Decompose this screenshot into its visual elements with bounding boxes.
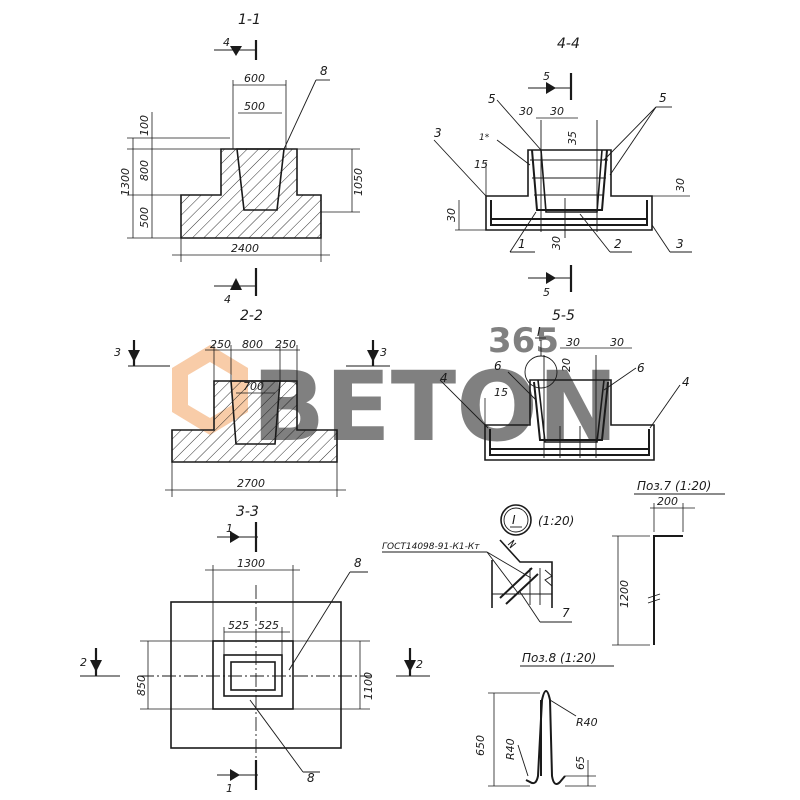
callout-label: 5 [488, 92, 496, 106]
cut-label: 2 [80, 656, 87, 669]
cut-label: 5 [543, 286, 550, 299]
callout-label: 1* [479, 133, 490, 143]
dim-label: 650 [474, 735, 487, 756]
dim-label: 1200 [618, 580, 631, 608]
dim-label: 30 [445, 208, 458, 222]
node-detail-scale: (1:20) [538, 514, 574, 528]
callout-label: 7 [562, 606, 570, 620]
dim-label: 1300 [119, 168, 132, 196]
section-3-3: 3-3 1 1 2 2 1300 525 [80, 504, 430, 795]
glass-socket [230, 380, 281, 445]
cut-label: 4 [223, 36, 230, 49]
dim-label: 500 [244, 100, 265, 113]
dim-label: 500 [138, 207, 151, 228]
socket-outline [223, 654, 283, 697]
dim-label: 30 [674, 178, 687, 192]
dim-label: 2700 [237, 477, 265, 490]
dim-label: 200 [657, 495, 678, 508]
cut-label: 2 [416, 658, 423, 671]
gost-label: ГОСТ14098-91-К1-Кт [382, 542, 480, 552]
cut-label: 1 [226, 782, 233, 795]
section-title: 3-3 [236, 504, 259, 520]
dim-label: R40 [504, 738, 517, 760]
section-title: 2-2 [240, 308, 263, 324]
dim-label: 600 [244, 72, 265, 85]
dim-label: 15 [474, 158, 488, 171]
dim-label: 800 [242, 338, 263, 351]
callout-label: 3 [434, 126, 442, 140]
callout-label: 8 [307, 771, 315, 785]
bar-pos-8 [525, 690, 566, 785]
dim-label: 1300 [237, 557, 265, 570]
pos-7-title: Поз.7 (1:20) [637, 479, 711, 493]
reinforcement-cage [489, 429, 650, 456]
pos-7: Поз.7 (1:20) 200 1200 [612, 479, 725, 646]
foundation-section [180, 148, 322, 239]
dim-label: 30 [610, 336, 624, 349]
section-4-4: 4-4 5 5 30 30 35 15 30 30 30 [433, 36, 692, 299]
watermark-badge: 365 [488, 321, 559, 361]
section-title: 4-4 [557, 36, 580, 52]
foundation-section [171, 380, 338, 463]
dim-label: 525 [228, 619, 249, 632]
reinforcement-cage [490, 200, 648, 226]
section-2-2: 2-2 3 3 250 800 250 700 2700 [114, 308, 390, 497]
cut-label: 1 [226, 522, 233, 535]
callout-label: 8 [354, 556, 362, 570]
cut-label: 5 [543, 70, 550, 83]
dim-label: 30 [550, 105, 564, 118]
dim-label: 800 [138, 160, 151, 181]
dim-label: 30 [566, 336, 580, 349]
callout-label: 2 [614, 237, 622, 251]
cut-label: 4 [224, 293, 231, 306]
dim-label: 250 [275, 338, 296, 351]
dim-label: 2400 [231, 242, 259, 255]
bar-pos-7 [653, 535, 683, 645]
dim-label: 100 [138, 115, 151, 136]
pos-8-title: Поз.8 (1:20) [522, 651, 596, 665]
dim-label: 15 [494, 386, 508, 399]
callout-label: 8 [320, 64, 328, 78]
dim-label: 30 [550, 236, 563, 250]
column-stub-outline [212, 640, 294, 710]
section-5-5: 5-5 I 30 30 20 15 4 6 6 4 [439, 308, 690, 461]
callout-label: 4 [682, 375, 690, 389]
node-detail: I (1:20) ГОСТ14098-91-К1-Кт 7 [382, 504, 574, 623]
dim-label: 20 [560, 358, 573, 372]
section-title: 5-5 [552, 308, 575, 324]
section-title: 1-1 [238, 12, 261, 28]
dim-label: 1100 [362, 672, 375, 700]
dim-label: 35 [566, 131, 579, 145]
pos-8: Поз.8 (1:20) 650 R40 R40 65 [474, 651, 614, 787]
section-1-1: 1-1 4 600 500 100 800 500 1300 1050 2400 [119, 12, 365, 306]
cut-label: 3 [380, 346, 387, 359]
callout-label: 1 [518, 237, 526, 251]
callout-label: 4 [440, 371, 448, 385]
dim-label: 30 [519, 105, 533, 118]
dim-label: 65 [574, 756, 587, 770]
callout-label: 6 [494, 359, 502, 373]
dim-label: 850 [135, 675, 148, 696]
glass-socket [236, 148, 285, 211]
node-detail-marker [500, 504, 532, 536]
node-detail-label: I [512, 513, 516, 527]
foundation-outline [484, 379, 655, 461]
callout-label: 3 [676, 237, 684, 251]
dim-label: R40 [576, 716, 598, 729]
dim-label: 250 [210, 338, 231, 351]
dim-label: 700 [243, 380, 264, 393]
callout-label: 5 [659, 91, 667, 105]
dim-label: 525 [258, 619, 279, 632]
cut-label: 3 [114, 346, 121, 359]
dim-label: 1050 [352, 168, 365, 196]
node-label: I [537, 325, 541, 339]
callout-label: 6 [637, 361, 645, 375]
